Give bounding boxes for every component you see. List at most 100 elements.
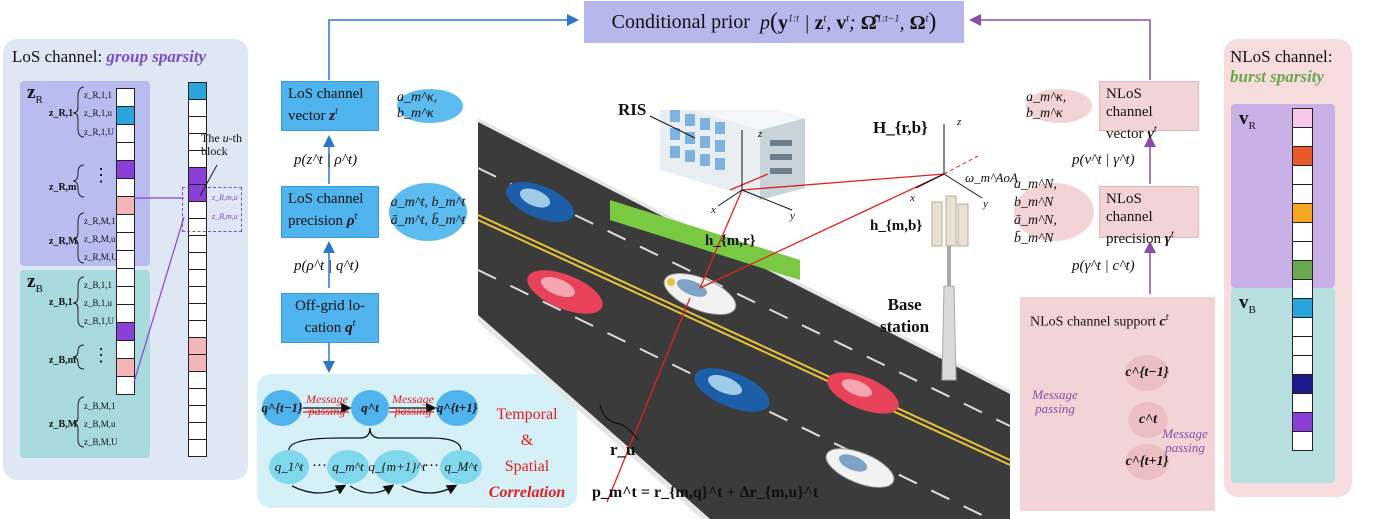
los-precision-box: LoS channel precision ρt — [281, 186, 379, 238]
los-element-label: z_B,M,U — [84, 437, 118, 447]
vector-cell — [1292, 203, 1313, 223]
q-node-spatial-1: q_1^t — [269, 450, 309, 484]
los-cond-2: p(ρ^t | q^t) — [294, 258, 359, 274]
car-white-target-icon — [663, 272, 737, 316]
los-cond-1: p(z^t | ρ^t) — [294, 152, 358, 168]
vector-cell — [1292, 146, 1313, 166]
vector-cell — [1292, 222, 1313, 242]
block-dashed-box — [182, 187, 242, 232]
los-group-label: z_B,1 — [49, 297, 73, 308]
car-white-2-icon — [825, 448, 895, 488]
vdots: ⋮ — [92, 345, 110, 365]
nlos-vector-box: NLoS channel vector vt — [1099, 81, 1199, 142]
los-element-label: z_R,M,U — [84, 252, 118, 262]
los-element-label: z_B,M,1 — [84, 401, 116, 411]
conditional-prior-formula: p(y1:t | zt, vt; Ω̂1:t−1, Ωt) — [759, 8, 937, 35]
los-group-label: z_B,m — [49, 355, 76, 366]
vB-label: vB — [1239, 292, 1256, 316]
car-red-2-icon — [827, 372, 899, 414]
nlos-cond-1: p(v^t | γ^t) — [1072, 152, 1135, 168]
building-icon — [610, 110, 805, 280]
vector-cell — [1292, 317, 1313, 337]
los-element-label: z_B,M,u — [84, 419, 116, 429]
vdots: ⋮ — [92, 165, 110, 185]
c-node-next: c^{t+1} — [1125, 444, 1169, 480]
nlos-precision-box: NLoS channel precision γt — [1099, 186, 1199, 247]
vector-cell — [1292, 412, 1313, 432]
ellipsis: ··· — [424, 458, 439, 474]
los-chain-arrows — [323, 14, 579, 373]
vector-cell — [1292, 165, 1313, 185]
axis-label: y — [790, 210, 795, 222]
vector-cell — [1292, 393, 1313, 413]
correlation-arrows — [288, 402, 462, 495]
vector-cell — [1292, 108, 1313, 128]
h-mb-label: h_{m,b} — [870, 218, 923, 234]
conditional-prior-box: Conditional prior p(y1:t | zt, vt; Ω̂1:t… — [584, 1, 964, 43]
nlos-support-title: NLoS channel support ct — [1030, 312, 1169, 330]
los-element-label: z_R,1,u — [84, 108, 112, 118]
los-mapping-lines — [133, 164, 218, 383]
car-blue-2-icon — [694, 368, 770, 412]
car-blue-1-icon — [506, 181, 574, 223]
block-elem-label: z_B,m,u — [212, 212, 238, 221]
correlation-panel — [257, 374, 577, 508]
zB-label: zB — [27, 271, 43, 295]
nlos-cond-2: p(γ^t | c^t) — [1072, 258, 1135, 274]
nlos-group-b-region — [1231, 288, 1335, 483]
los-vector-box: LoS channel vector zt — [281, 81, 379, 131]
nlos-precision-hyper: a_m^N, b_m^N ā_m^N, b̄_m^N — [1014, 177, 1094, 246]
vector-cell — [1292, 336, 1313, 356]
vector-cell — [1292, 279, 1313, 299]
los-precision-hyper: a_m^t, b_m^t ā_m^t, b̄_m^t — [389, 183, 467, 241]
h-mr-label: h_{m,r} — [705, 233, 756, 249]
los-panel-title: LoS channel: group sparsity — [12, 47, 207, 66]
block-elem-label: z_R,m,u — [212, 193, 238, 202]
los-group-label: z_R,1 — [49, 108, 74, 119]
ellipsis: ··· — [312, 458, 327, 474]
q-node-spatial-m1: q_{m+1}^t — [368, 450, 426, 484]
car-red-1-icon — [527, 270, 603, 314]
q-node-next: q^{t+1} — [436, 390, 478, 426]
los-element-label: z_B,1,u — [84, 298, 112, 308]
los-vector-hyper: a_m^κ, b_m^κ — [397, 89, 463, 123]
axis-label: z — [957, 116, 962, 128]
axis-label: y — [983, 198, 988, 210]
los-element-label: z_B,1,U — [84, 316, 114, 326]
vector-cell — [1292, 374, 1313, 394]
vR-label: vR — [1239, 108, 1256, 132]
vector-cell — [1292, 127, 1313, 147]
q-node-current: q^t — [351, 390, 389, 426]
los-element-label: z_B,1,1 — [84, 280, 112, 290]
base-station-tower-icon — [931, 195, 969, 381]
zR-label: zR — [27, 82, 43, 106]
vector-cell — [1292, 184, 1313, 204]
r-u-label: r_u — [610, 440, 636, 459]
vector-cell — [1292, 260, 1313, 280]
position-equation: p_m^t = r_{m,q}^t + Δr_{m,u}^t — [592, 484, 819, 501]
vector-cell — [116, 376, 135, 395]
vector-cell — [1292, 298, 1313, 318]
off-grid-location-box: Off-grid lo-cation qt — [281, 293, 379, 343]
los-element-label: z_R,M,1 — [84, 216, 116, 226]
axis-label: z — [758, 128, 763, 140]
los-element-label: z_R,1,U — [84, 127, 114, 137]
q-node-prev: q^{t−1} — [262, 390, 302, 426]
los-group-label: z_B,M — [49, 419, 78, 430]
vector-cell — [1292, 431, 1313, 451]
los-element-label: z_R,1,1 — [84, 90, 112, 100]
los-group-label: z_R,M — [49, 236, 78, 247]
q-node-spatial-M: q_M^t — [440, 450, 482, 484]
vector-cell — [188, 439, 207, 457]
H-rb-label: H_{r,b} — [873, 118, 928, 137]
q-node-spatial-m: q_m^t — [327, 450, 369, 484]
los-braces — [72, 86, 85, 448]
vector-cell — [1292, 241, 1313, 261]
nlos-vector-hyper: a_m^κ, b_m^κ — [1026, 89, 1092, 123]
los-group-label: z_R,m — [49, 182, 77, 193]
vector-cell — [1292, 355, 1313, 375]
ris-label: RIS — [618, 100, 647, 119]
